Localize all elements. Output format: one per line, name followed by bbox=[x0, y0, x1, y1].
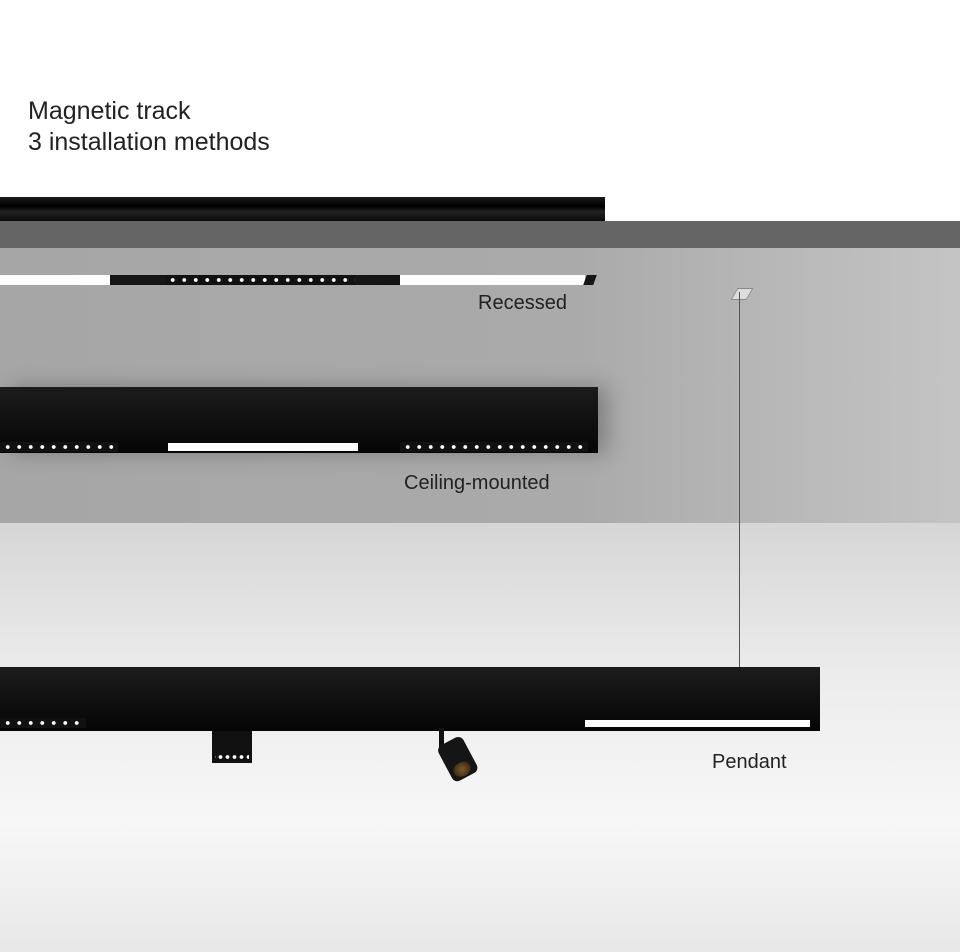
magnetic-track-rail bbox=[0, 197, 605, 221]
spotlight-stem bbox=[439, 728, 444, 752]
ceiling-panel bbox=[0, 248, 960, 523]
recessed-light bbox=[0, 275, 597, 285]
page-title: Magnetic track 3 installation methods bbox=[28, 96, 270, 158]
floor-background bbox=[0, 523, 960, 952]
pendant-wire bbox=[739, 292, 740, 667]
pendant-light bbox=[0, 667, 820, 731]
title-line-1: Magnetic track bbox=[28, 97, 191, 125]
ceiling-edge bbox=[0, 221, 960, 248]
ceiling-mounted-label: Ceiling-mounted bbox=[404, 472, 550, 494]
ceiling-mounted-light bbox=[0, 387, 598, 453]
recessed-label: Recessed bbox=[478, 292, 567, 314]
title-line-2: 3 installation methods bbox=[28, 128, 270, 156]
pendant-label: Pendant bbox=[712, 751, 787, 773]
grille-spot-module bbox=[212, 731, 252, 763]
